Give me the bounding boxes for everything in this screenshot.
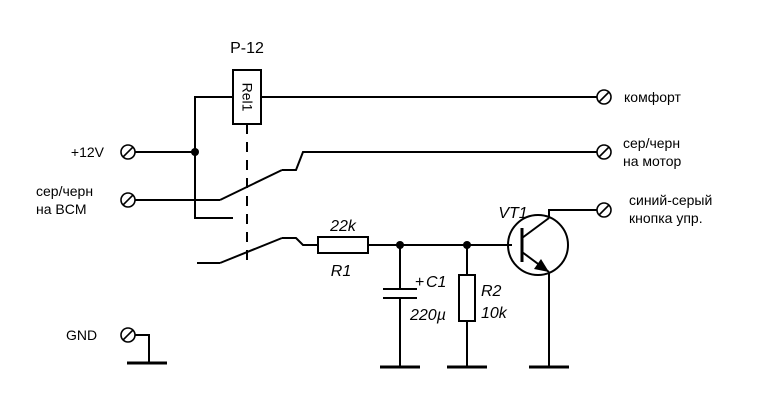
r1-value: 22k (329, 218, 357, 235)
junction-plus12 (191, 148, 199, 156)
c1-value: 220µ (409, 307, 446, 324)
wire-motor (282, 151, 597, 171)
vt1-name: VT1 (498, 205, 527, 222)
wire-coil-bus (194, 96, 233, 219)
wire-collector (548, 209, 597, 218)
r2-name: R2 (481, 283, 502, 300)
label-motor-line2: на мотор (623, 153, 682, 169)
label-gnd: GND (66, 327, 97, 343)
relay-designator: P-12 (230, 40, 264, 57)
r1-name: R1 (331, 263, 351, 280)
r1-resistor (317, 236, 369, 254)
label-button-line2: кнопка упр. (629, 210, 703, 226)
label-bcm-line1: сер/черн (36, 183, 93, 199)
wire-gnd (135, 334, 150, 363)
relay-contact-1 (219, 169, 283, 201)
label-motor-line1: сер/черн (623, 135, 680, 151)
label-comfort: комфорт (624, 89, 681, 105)
terminal-motor (596, 144, 612, 160)
c1-polarity: + (415, 274, 424, 291)
terminal-plus12 (120, 144, 136, 160)
wire-to-r1 (282, 237, 318, 246)
c1-name: C1 (426, 274, 446, 291)
terminal-gnd (120, 327, 136, 343)
label-bcm-line2: на BCM (36, 201, 87, 217)
terminal-button (596, 202, 612, 218)
vt1-emitter-arrow (534, 259, 549, 272)
r2-value: 10k (481, 305, 508, 322)
r2-resistor (458, 274, 476, 322)
terminal-comfort (596, 89, 612, 105)
label-plus12: +12V (71, 144, 105, 160)
relay-coil-label: Rel1 (239, 83, 255, 112)
terminal-bcm (120, 192, 136, 208)
relay-contact-2 (219, 237, 283, 264)
label-button-line1: синий-серый (629, 192, 712, 208)
vt1-body (507, 214, 569, 276)
vt1-collector-leg (521, 217, 550, 239)
